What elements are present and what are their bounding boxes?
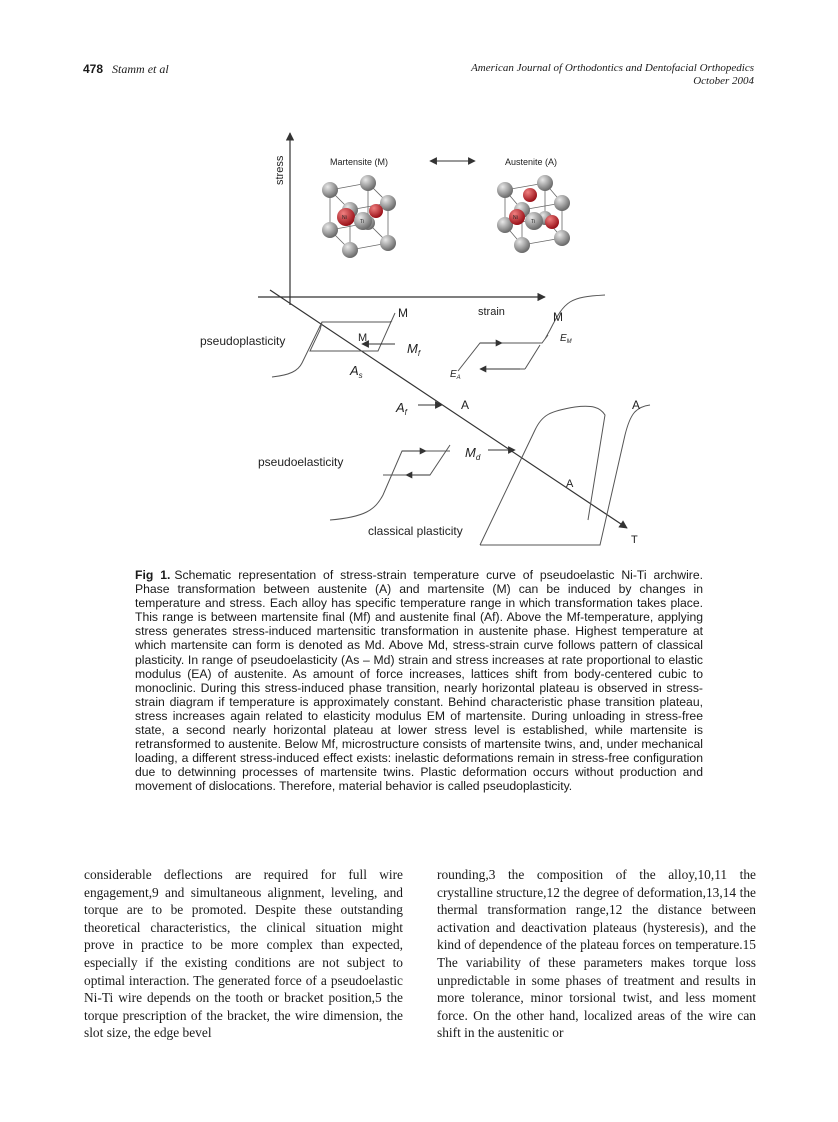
strain-axis-label: strain (478, 306, 505, 318)
caption-label: Fig 1. (135, 568, 171, 582)
label-m-top: M (398, 306, 408, 320)
pseudoplasticity-label: pseudoplasticity (200, 334, 285, 348)
martensite-title: Martensite (M) (330, 157, 388, 167)
pseudoelasticity-lower-loop (329, 444, 451, 521)
label-md: Md (465, 445, 481, 462)
label-af: Af (395, 400, 408, 417)
body-column-left: considerable deflections are required fo… (84, 866, 403, 1042)
label-m-right: M (553, 310, 563, 324)
caption-text: Schematic representation of stress-strai… (135, 568, 703, 794)
label-a-right: A (632, 398, 640, 412)
page-number: 478 (83, 62, 104, 76)
pseudoelasticity-label: pseudoelasticity (258, 455, 343, 469)
pseudoelasticity-lower-plateau (480, 344, 541, 370)
stress-axis-label: stress (274, 155, 286, 185)
classical-plasticity-curve (479, 404, 651, 546)
body-paragraph-right: rounding,3 the composition of the alloy,… (437, 867, 756, 1041)
pseudoplasticity-curve (271, 312, 396, 378)
austenite-atoms (497, 175, 570, 253)
running-header-left: 478 Stamm et al (83, 62, 169, 77)
austenite-title: Austenite (A) (505, 157, 557, 167)
body-paragraph-left: considerable deflections are required fo… (84, 867, 403, 1041)
body-column-right: rounding,3 the composition of the alloy,… (437, 866, 756, 1042)
figure-caption: Fig 1.Schematic representation of stress… (135, 568, 703, 794)
martensite-ni-label: Ni (342, 215, 347, 221)
temperature-axis (269, 289, 628, 529)
label-a-center: A (461, 398, 469, 412)
label-m-loop: M (358, 332, 367, 344)
label-mf: Mf (407, 341, 421, 358)
figure-1: stress strain T Martensite (M) Austenite… (180, 125, 660, 555)
martensite-ti-label: Ti (360, 219, 364, 225)
label-em: EM (560, 333, 572, 345)
label-as: As (349, 363, 363, 380)
austenite-ti-label: Ti (531, 219, 535, 225)
header-date: October 2004 (693, 75, 754, 87)
martensite-atoms (322, 175, 396, 258)
running-header-right: American Journal of Orthodontics and Den… (471, 62, 754, 88)
header-authors: Stamm et al (112, 62, 169, 76)
pseudoelasticity-upper (457, 294, 606, 372)
classical-plasticity-label: classical plasticity (368, 524, 463, 538)
austenite-ni-label: Ni (513, 215, 518, 221)
label-a-loop: A (566, 478, 574, 490)
phase-diagram: stress strain T Martensite (M) Austenite… (200, 132, 651, 546)
label-ea: EA (450, 369, 461, 381)
header-journal: American Journal of Orthodontics and Den… (471, 62, 754, 74)
temperature-axis-label: T (631, 534, 638, 546)
